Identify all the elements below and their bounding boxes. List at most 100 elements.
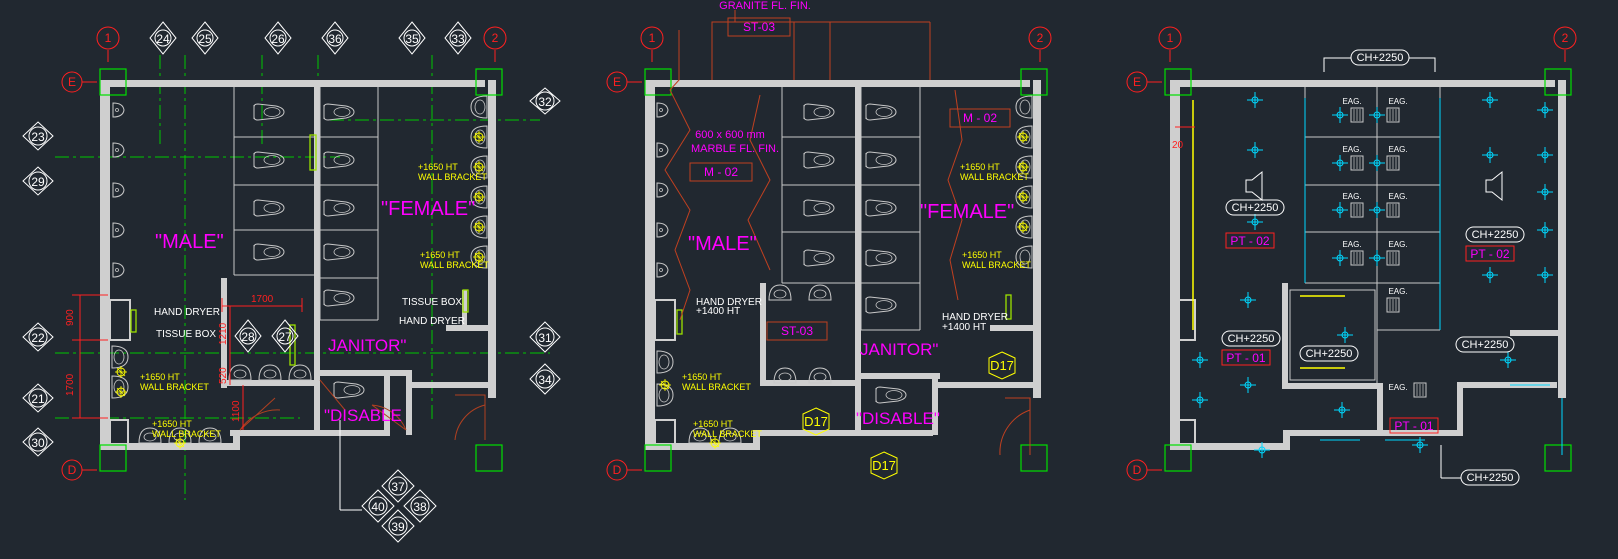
plan2-bracket-note-4a: +1650 HT (693, 419, 733, 429)
dim-1210: 1210 (218, 322, 229, 345)
wall-bracket-note-2a: +1650 HT (420, 250, 460, 260)
plan1-accessory-labels: HAND DRYER TISSUE BOX TISSUE BOX HAND DR… (154, 297, 465, 340)
plan2-walls (645, 80, 1041, 450)
plan2-hand-dryer-right-1: HAND DRYER (942, 312, 1008, 323)
room-label-female: "FEMALE" (381, 198, 475, 220)
plan3-eag-label-10: EAG. (1388, 383, 1407, 392)
plan2-bracket-note-2a: +1650 HT (962, 250, 1002, 260)
elev-marker-34: 34 (538, 373, 552, 387)
plan3-eag-label-1: EAG. (1342, 97, 1361, 106)
plan3-eag-label-7: EAG. (1388, 192, 1407, 201)
plan3-eag-label-3: EAG. (1342, 192, 1361, 201)
plan3-ch-mid: CH+2250 (1306, 348, 1353, 360)
plan3-eag-label-4: EAG. (1342, 240, 1361, 249)
plan2-door-tags: D17 D17 D17 (804, 358, 1014, 473)
plan3-ch-top: CH+2250 (1357, 52, 1404, 64)
room-label-janitor: JANITOR" (328, 336, 406, 355)
plan2-tag-m02-left: M - 02 (704, 165, 738, 179)
dim-1700-horizontal: 1700 (251, 294, 274, 305)
plan3-grid-bubble-d: D (1133, 463, 1142, 477)
plan1-room-labels: "MALE" "FEMALE" JANITOR" "DISABLE (155, 198, 475, 425)
plan2-room-female: "FEMALE" (920, 201, 1014, 223)
wall-bracket-note-2b: WALL BRACKET (420, 260, 489, 270)
plan2-grid-bubbles (606, 26, 1052, 481)
plan2-notes: +1650 HT WALL BRACKET +1650 HT WALL BRAC… (682, 162, 1031, 439)
elev-marker-39: 39 (391, 520, 405, 534)
plan3-ch-bottom: CH+2250 (1467, 472, 1514, 484)
elev-marker-31: 31 (538, 331, 552, 345)
plan2-hand-dryer-left-1: HAND DRYER (696, 297, 762, 308)
elev-marker-22: 22 (31, 331, 45, 345)
plan3-grid-bubble-labels: 1 2 E D (1133, 31, 1569, 477)
plan2-cubicles (781, 87, 921, 331)
plan2-door-tag-1: D17 (804, 414, 828, 429)
dim-1100: 1100 (231, 400, 242, 422)
plan1-walls (100, 80, 496, 450)
elev-marker-35: 35 (405, 32, 419, 46)
plan2-hand-dryer-left-2: +1400 HT (696, 306, 740, 317)
plan1-hand-dryers (130, 134, 469, 366)
elev-marker-36: 36 (328, 32, 342, 46)
wall-bracket-note-3a: +1650 HT (140, 372, 180, 382)
elev-marker-27: 27 (278, 330, 292, 344)
elev-marker-33: 33 (451, 32, 465, 46)
room-label-disable: "DISABLE (324, 406, 402, 425)
plan1-cubicles (233, 87, 379, 321)
plan3-eag-label-5: EAG. (1388, 97, 1407, 106)
plan3-pt-left-lower: PT - 01 (1226, 351, 1265, 365)
plan2-door-tag-3: D17 (872, 458, 896, 473)
wall-bracket-note-3b: WALL BRACKET (140, 382, 209, 392)
plan1-grid-bubble-labels: 1 2 E D (68, 31, 499, 477)
elev-marker-37: 37 (391, 480, 405, 494)
elev-marker-21: 21 (31, 392, 45, 406)
elev-marker-40: 40 (371, 500, 385, 514)
elev-marker-25: 25 (198, 32, 212, 46)
plan2-dryer-labels: HAND DRYER +1400 HT HAND DRYER +1400 HT (696, 297, 1008, 333)
plan2-floor-finish-lines (664, 10, 1031, 456)
plan2-hand-dryers (676, 294, 1012, 335)
plan2-grid-bubble-1: 1 (649, 31, 656, 45)
plan2-granite-label: GRANITE FL. FIN. (719, 0, 811, 12)
plan3-grid-bubble-e: E (1133, 75, 1141, 89)
plan2-grid-bubble-2: 2 (1037, 31, 1044, 45)
elev-marker-23: 23 (31, 130, 45, 144)
plan2-room-janitor: JANITOR" (860, 340, 938, 359)
plan3-light-strips (1192, 100, 1345, 369)
plan2-tag-boxes (689, 17, 1011, 341)
plan3-eag-labels: EAG. EAG. EAG. EAG. EAG. EAG. EAG. EAG. … (1342, 97, 1407, 392)
wall-bracket-note-4b: WALL BRACKET (152, 429, 221, 439)
plan2-room-disable: "DISABLE" (856, 409, 940, 428)
plan3-pt-bottom: PT - 01 (1394, 419, 1433, 433)
label-hand-dryer-left: HAND DRYER (154, 307, 220, 318)
plan2-tag-m02-right: M - 02 (963, 111, 997, 125)
plan3-columns (1164, 68, 1572, 472)
plan2-bracket-note-1b: WALL BRACKET (960, 172, 1029, 182)
plan2-grid-bubble-d: D (613, 463, 622, 477)
plan3-ch-left-upper: CH+2250 (1232, 202, 1279, 214)
elev-marker-29: 29 (31, 175, 45, 189)
plan2-tags: GRANITE FL. FIN. ST-03 600 x 600 mm MARB… (691, 0, 997, 338)
grid-bubble-d: D (68, 463, 77, 477)
dim-1700-vertical: 1700 (65, 373, 76, 396)
plan1-dimensions (72, 294, 303, 430)
plan2-door-tag-2: D17 (990, 358, 1014, 373)
plan3-speakers (1245, 170, 1503, 202)
plan3-ch-left-lower: CH+2250 (1228, 333, 1275, 345)
elev-marker-28: 28 (241, 330, 255, 344)
plan3-eag-label-2: EAG. (1342, 145, 1361, 154)
plan1-grid-bubbles (61, 26, 507, 481)
plan1-columns (99, 68, 503, 472)
plan1-dimension-labels: 900 1700 1700 1210 520 1100 (65, 294, 274, 422)
plan3-grid-bubbles (1126, 26, 1577, 481)
plan-3-layout: EAG. EAG. EAG. EAG. EAG. EAG. EAG. EAG. … (1126, 26, 1577, 486)
plan2-bracket-note-4b: WALL BRACKET (693, 429, 762, 439)
plan2-door-tag-shapes (802, 351, 1016, 480)
elev-marker-38: 38 (413, 500, 427, 514)
plan3-grid-bubble-2: 2 (1562, 31, 1569, 45)
elev-marker-32: 32 (538, 95, 552, 109)
label-tissue-box-right: TISSUE BOX (402, 297, 462, 308)
plan-1-layout: 900 1700 1700 1210 520 1100 "MALE" "FEMA… (22, 21, 561, 543)
grid-bubble-1: 1 (105, 31, 112, 45)
grid-bubble-2: 2 (492, 31, 499, 45)
